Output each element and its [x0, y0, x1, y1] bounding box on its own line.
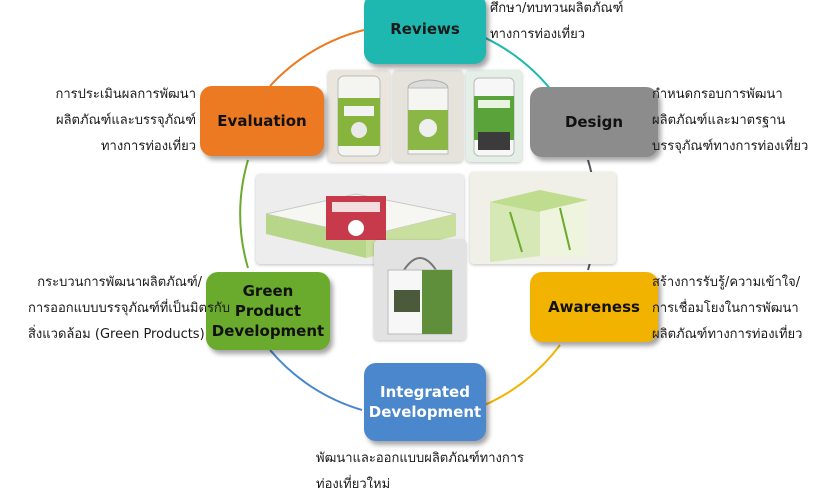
desc-green-line: สิ่งแวดล้อม (Green Products) — [28, 327, 205, 342]
desc-awareness: สร้างการรับรู้/ความเข้าใจ/ การเชื่อมโยงใ… — [652, 270, 802, 348]
desc-integrated: พัฒนาและออกแบบผลิตภัณฑ์ทางการ ท่องเที่ยว… — [316, 446, 524, 498]
desc-design: กำหนดกรอบการพัฒนา ผลิตภัณฑ์และมาตรฐาน บร… — [652, 82, 808, 160]
desc-awareness-line: สร้างการรับรู้/ความเข้าใจ/ — [652, 275, 801, 290]
step-box-reviews: Reviews — [364, 0, 486, 64]
product-photo-box-side — [470, 172, 616, 264]
step-box-awareness: Awareness — [530, 272, 658, 342]
desc-reviews-line: ศึกษา/ทบทวนผลิตภัณฑ์ — [490, 1, 624, 16]
product-photo-gift-box — [256, 174, 464, 264]
desc-awareness-line: ผลิตภัณฑ์ทางการท่องเที่ยว — [652, 327, 803, 342]
desc-reviews: ศึกษา/ทบทวนผลิตภัณฑ์ ทางการท่องเที่ยว — [490, 0, 623, 48]
ring-arc-integrated-green — [269, 349, 363, 411]
step-title-design: Design — [564, 112, 624, 131]
step-title-reviews: Reviews — [390, 19, 460, 38]
desc-green: กระบวนการพัฒนาผลิตภัณฑ์/ การออกแบบบรรจุภ… — [28, 270, 231, 348]
desc-green-line: การออกแบบบรรจุภัณฑ์ที่เป็นมิตรกับ — [28, 301, 231, 316]
product-photo-jar-front — [328, 70, 390, 162]
ring-arc-green-evaluation — [239, 159, 249, 269]
desc-reviews-line: ทางการท่องเที่ยว — [490, 27, 586, 42]
step-title-green: Green Product Development — [211, 281, 325, 341]
step-box-design: Design — [530, 87, 658, 157]
desc-design-line: บรรจุภัณฑ์ทางการท่องเที่ยว — [652, 139, 809, 154]
desc-evaluation-line: ทางการท่องเที่ยว — [100, 139, 196, 154]
desc-integrated-line: พัฒนาและออกแบบผลิตภัณฑ์ทางการ — [316, 451, 525, 466]
product-photo-bag — [374, 240, 466, 340]
desc-integrated-line: ท่องเที่ยวใหม่ — [316, 477, 391, 492]
step-box-green: Green Product Development — [206, 272, 330, 350]
step-box-integrated: Integrated Development — [364, 363, 486, 441]
desc-evaluation-line: ผลิตภัณฑ์และบรรจุภัณฑ์ — [55, 113, 196, 128]
step-box-evaluation: Evaluation — [200, 86, 324, 156]
product-photo-jar-open — [393, 70, 463, 162]
desc-evaluation: การประเมินผลการพัฒนา ผลิตภัณฑ์และบรรจุภั… — [22, 82, 196, 160]
product-photo-jar-label — [466, 70, 522, 162]
desc-evaluation-line: การประเมินผลการพัฒนา — [55, 87, 196, 102]
desc-design-line: ผลิตภัณฑ์และมาตรฐาน — [652, 113, 786, 128]
step-title-awareness: Awareness — [548, 297, 640, 316]
desc-design-line: กำหนดกรอบการพัฒนา — [652, 87, 783, 102]
step-title-integrated: Integrated Development — [368, 382, 482, 421]
desc-awareness-line: การเชื่อมโยงในการพัฒนา — [652, 301, 799, 316]
desc-green-line: กระบวนการพัฒนาผลิตภัณฑ์/ — [37, 275, 202, 290]
step-title-evaluation: Evaluation — [217, 111, 307, 130]
ring-arc-evaluation-reviews — [269, 29, 365, 87]
